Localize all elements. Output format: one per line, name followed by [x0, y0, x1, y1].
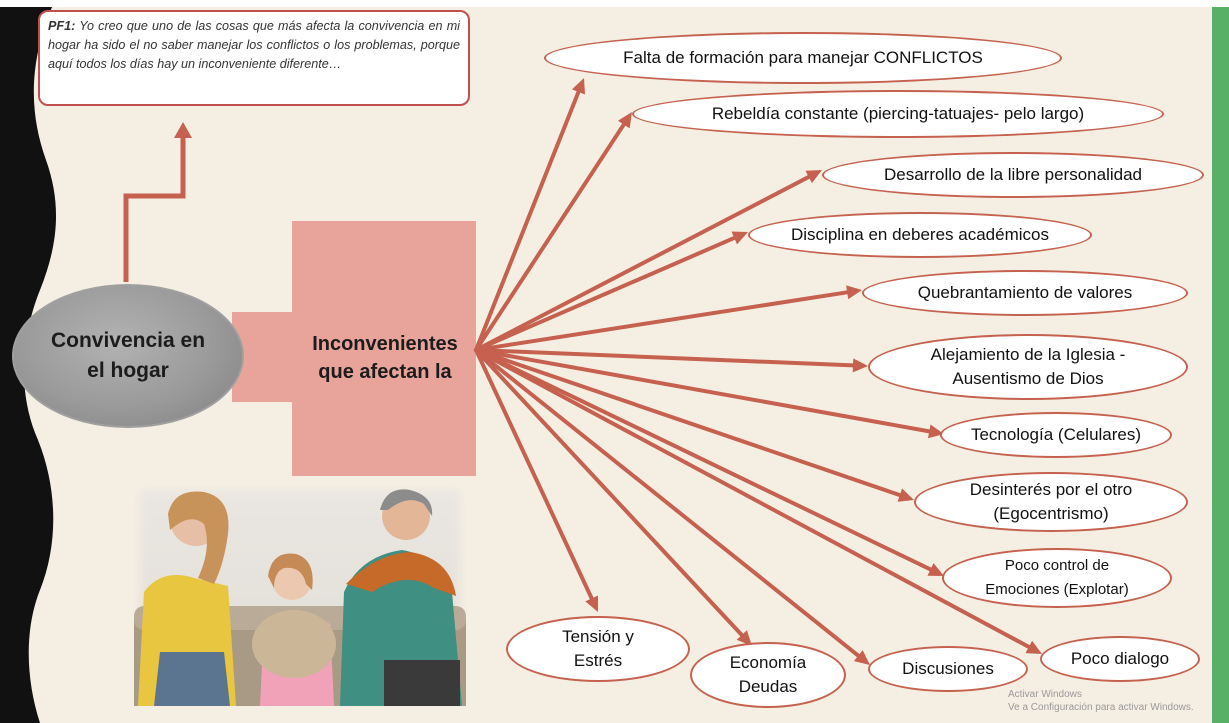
pf1-text: Yo creo que uno de las cosas que más afe… [48, 19, 460, 71]
connector-line [474, 235, 737, 352]
cause-node: Discusiones [868, 646, 1028, 692]
cause-node-line: (Egocentrismo) [993, 504, 1109, 523]
cause-node: Tecnología (Celulares) [940, 412, 1172, 458]
pf1-connector [123, 134, 186, 282]
connector-line [474, 348, 1031, 649]
cause-node-line: Estrés [573, 651, 623, 670]
cause-node-line: Economía [729, 653, 807, 672]
cause-node-line: Tecnología (Celulares) [970, 425, 1142, 444]
connector-line [474, 122, 626, 352]
central-node-label: Convivencia en el hogar [50, 329, 206, 382]
inconvenientes-label: Inconvenientes que afectan la [312, 333, 458, 383]
inconvenientes-block [232, 221, 476, 476]
connector-arrowhead [853, 650, 870, 665]
watermark-line-2: Ve a Configuración para activar Windows. [1008, 702, 1194, 713]
cause-node: Desinterés por el otro (Egocentrismo) [914, 472, 1188, 532]
watermark-line-1: Activar Windows [1008, 689, 1082, 700]
cause-node-line: Poco control de [1004, 557, 1110, 574]
connector-arrowhead [897, 488, 914, 502]
cause-node-line: Desarrollo de la libre personalidad [884, 165, 1142, 184]
family-photo [134, 484, 466, 706]
cause-node-line: Discusiones [902, 659, 994, 678]
connector-line [474, 348, 933, 572]
connector-arrowhead [852, 358, 868, 373]
family-illustration [134, 489, 466, 706]
cause-node: Alejamiento de la Iglesia - Ausentismo de… [868, 334, 1188, 400]
central-node: Convivencia en el hogar [12, 284, 244, 428]
cause-node-line: Deudas [738, 677, 798, 696]
connector-arrowhead [585, 595, 599, 612]
cause-node-line: Rebeldía constante (piercing-tatuajes- p… [711, 104, 1085, 123]
cause-node: Quebrantamiento de valores [862, 270, 1188, 316]
cause-node: Disciplina en deberes académicos [748, 212, 1092, 258]
cause-node: Desarrollo de la libre personalidad [822, 152, 1204, 198]
cause-node-line: Quebrantamiento de valores [917, 283, 1133, 302]
cause-node-line: Emociones (Explotar) [985, 581, 1129, 598]
cause-node-line: Falta de formación para manejar CONFLICT… [623, 48, 983, 67]
connector-line [474, 348, 932, 434]
pf1-label: PF1: [48, 19, 76, 33]
cause-node-line: Poco dialogo [1070, 649, 1170, 668]
cause-node: Falta de formación para manejar CONFLICT… [544, 32, 1062, 84]
connector-arrowhead [927, 563, 944, 576]
cause-node-line: Disciplina en deberes académicos [791, 225, 1049, 244]
cause-node-line: Tensión y [562, 627, 634, 646]
connector-line [474, 89, 581, 352]
connector-line [474, 174, 811, 352]
cause-node-line: Alejamiento de la Iglesia - [930, 345, 1126, 364]
connector-line [474, 290, 850, 352]
connector-line [474, 348, 856, 368]
cause-node: Poco control de Emociones (Explotar) [942, 548, 1172, 608]
cause-node-line: Desinterés por el otro [969, 480, 1133, 499]
right-accent-bar [1212, 7, 1229, 723]
connector-arrowhead [1025, 640, 1042, 654]
cause-node: Rebeldía constante (piercing-tatuajes- p… [632, 90, 1164, 138]
connector-line [474, 348, 902, 498]
pf1-arrowhead [174, 122, 192, 138]
connector-line [474, 348, 744, 638]
connector-arrowhead [571, 78, 585, 95]
connector-arrowhead [846, 285, 862, 300]
windows-watermark: Activar Windows Ve a Configuración para … [1008, 688, 1194, 714]
top-strip [0, 0, 1229, 7]
cause-node: Tensión y Estrés [506, 616, 690, 682]
pf1-quote-box: PF1: Yo creo que uno de las cosas que má… [38, 10, 470, 106]
connector-arrowhead [617, 112, 632, 129]
connector-line [474, 348, 861, 658]
cause-node: Poco dialogo [1040, 636, 1200, 682]
dark-left-band [0, 7, 57, 723]
connector-arrowhead [927, 424, 944, 439]
connector-arrowhead [731, 231, 748, 245]
connector-arrowhead [805, 170, 822, 184]
cause-node-line: Ausentismo de Dios [952, 369, 1104, 388]
connector-line [474, 348, 594, 601]
